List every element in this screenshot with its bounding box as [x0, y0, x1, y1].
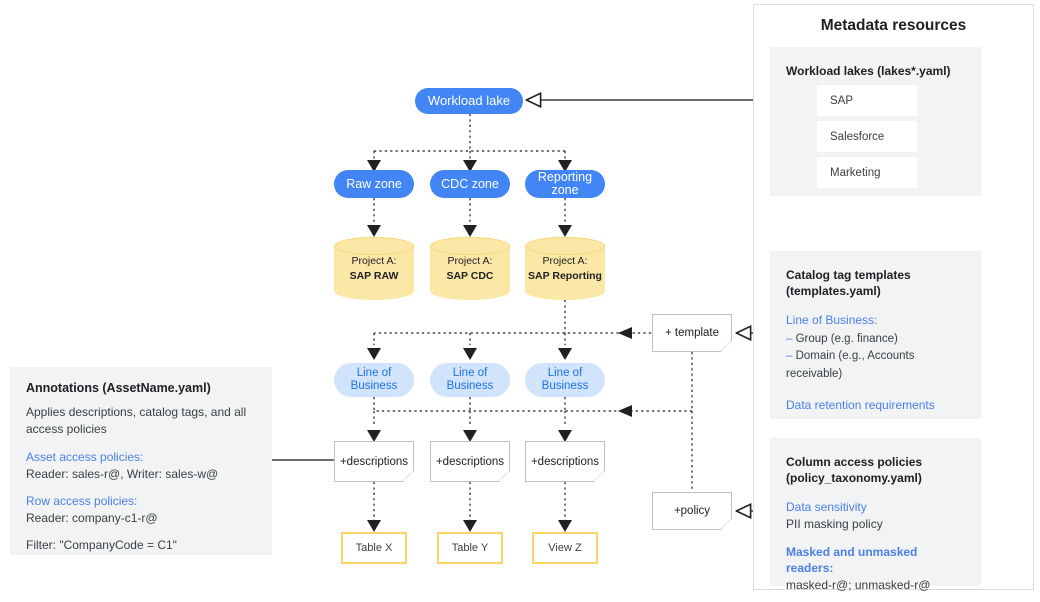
templates-bullet-item: – Group (e.g. finance): [786, 331, 965, 348]
cylinder-bottom: [430, 282, 510, 300]
project-line2: SAP CDC: [446, 269, 494, 282]
cylinder-bottom: [334, 282, 414, 300]
arrowheads-assets: [367, 520, 572, 532]
catalog-tag-templates-box: Catalog tag templates (templates.yaml) L…: [770, 251, 981, 419]
policy-note-label: +policy: [673, 505, 711, 517]
node-table-x[interactable]: Table X: [341, 532, 407, 564]
fold-corner-icon: [402, 470, 413, 481]
arrowheads-projects: [367, 225, 572, 237]
project-line1: Project A:: [351, 255, 397, 268]
arrowhead-template-bus: [367, 327, 632, 360]
reporting-zone-label: Reporting zone: [537, 169, 593, 197]
node-descriptions-2[interactable]: +descriptions: [430, 441, 510, 482]
annotations-panel: Annotations (AssetName.yaml) Applies des…: [10, 367, 272, 555]
node-workload-lake[interactable]: Workload lake: [415, 88, 523, 114]
lob-1-label: Line of Business: [350, 366, 398, 392]
template-note-label: + template: [664, 327, 720, 339]
node-project-sap-reporting[interactable]: Project A: SAP Reporting: [525, 237, 605, 300]
node-raw-zone[interactable]: Raw zone: [334, 170, 414, 198]
data-sensitivity-label: Data sensitivity: [786, 500, 867, 515]
wire-descriptions-to-assets: [373, 482, 566, 521]
fold-corner-icon: [498, 470, 509, 481]
dash-icon: –: [786, 350, 793, 363]
templates-bullet-list: – Group (e.g. finance) – Domain (e.g., A…: [786, 331, 965, 383]
raw-zone-label: Raw zone: [346, 176, 402, 191]
node-cdc-zone[interactable]: CDC zone: [430, 170, 510, 198]
row-access-policies-value: Reader: company-c1-r@: [26, 510, 158, 525]
project-line1: Project A:: [542, 255, 588, 268]
data-retention-label: Data retention requirements: [786, 397, 935, 412]
node-view-z[interactable]: View Z: [532, 532, 598, 564]
node-project-sap-raw[interactable]: Project A: SAP RAW: [334, 237, 414, 300]
fold-corner-icon: [720, 518, 731, 529]
table-x-label: Table X: [355, 542, 393, 554]
node-descriptions-3[interactable]: +descriptions: [525, 441, 605, 482]
fold-corner-icon: [720, 340, 731, 351]
templates-bullet-0: Group (e.g. finance): [795, 333, 898, 346]
project-sap-raw-label: Project A: SAP RAW: [334, 237, 414, 300]
arrowhead-lob-bus: [367, 405, 632, 442]
workload-lakes-title: Workload lakes (lakes*.yaml): [786, 64, 951, 78]
dash-icon: –: [786, 333, 793, 346]
annotations-title: Annotations (AssetName.yaml): [26, 381, 211, 395]
policies-title-line1: Column access policies: [786, 455, 923, 469]
data-sensitivity-value: PII masking policy: [786, 517, 883, 532]
fold-corner-icon: [593, 470, 604, 481]
masked-readers-value: masked-r@; unmasked-r@: [786, 578, 931, 593]
project-sap-cdc-label: Project A: SAP CDC: [430, 237, 510, 300]
policies-title-line2: (policy_taxonomy.yaml): [786, 471, 922, 486]
node-project-sap-cdc[interactable]: Project A: SAP CDC: [430, 237, 510, 300]
column-access-policies-box: Column access policies (policy_taxonomy.…: [770, 438, 981, 592]
lob-2-label: Line of Business: [446, 366, 494, 392]
asset-access-policies-label: Asset access policies:: [26, 449, 144, 464]
project-line2: SAP RAW: [349, 269, 399, 282]
templates-title-line2: (templates.yaml): [786, 284, 881, 299]
wire-template-bus: [373, 300, 651, 345]
project-line2: SAP Reporting: [528, 269, 602, 282]
project-sap-reporting-label: Project A: SAP Reporting: [525, 237, 605, 300]
lob-3-label: Line of Business: [541, 366, 589, 392]
cylinder-top: [334, 237, 414, 255]
table-y-label: Table Y: [451, 542, 489, 554]
annotations-description: Applies descriptions, catalog tags, and …: [26, 405, 247, 437]
view-z-label: View Z: [548, 542, 582, 554]
asset-access-policies-value: Reader: sales-r@, Writer: sales-w@: [26, 466, 219, 481]
row-filter-value: Filter: "CompanyCode = C1": [26, 538, 177, 553]
node-lob-3[interactable]: Line of Business: [525, 363, 605, 397]
wire-lake-to-zones: [373, 114, 566, 161]
node-table-y[interactable]: Table Y: [437, 532, 503, 564]
row-access-policies-label: Row access policies:: [26, 493, 138, 508]
descriptions-1-label: +descriptions: [339, 455, 409, 468]
wire-zones-to-projects: [373, 198, 566, 226]
lake-item-salesforce[interactable]: Salesforce: [817, 121, 917, 152]
lake-item-sap-label: SAP: [830, 94, 854, 107]
node-reporting-zone[interactable]: Reporting zone: [525, 170, 605, 198]
lake-item-marketing-label: Marketing: [830, 166, 881, 179]
lake-item-salesforce-label: Salesforce: [830, 130, 885, 143]
workload-lake-label: Workload lake: [427, 92, 511, 108]
cdc-zone-label: CDC zone: [441, 176, 499, 191]
node-template-note[interactable]: + template: [652, 314, 732, 352]
cylinder-top: [525, 237, 605, 255]
descriptions-3-label: +descriptions: [530, 455, 600, 468]
lake-item-sap[interactable]: SAP: [817, 85, 917, 116]
metadata-resources-title: Metadata resources: [820, 17, 967, 34]
descriptions-2-label: +descriptions: [435, 455, 505, 468]
templates-bullet-1: Domain (e.g., Accounts receivable): [786, 350, 915, 380]
node-descriptions-1[interactable]: +descriptions: [334, 441, 414, 482]
templates-bullet-item: – Domain (e.g., Accounts receivable): [786, 348, 965, 383]
node-policy-note[interactable]: +policy: [652, 492, 732, 530]
cylinder-top: [430, 237, 510, 255]
cylinder-bottom: [525, 282, 605, 300]
line-of-business-label: Line of Business:: [786, 313, 878, 328]
templates-title-line1: Catalog tag templates: [786, 268, 911, 282]
node-lob-2[interactable]: Line of Business: [430, 363, 510, 397]
masked-readers-label: Masked and unmasked readers:: [786, 544, 918, 576]
project-line1: Project A:: [447, 255, 493, 268]
node-lob-1[interactable]: Line of Business: [334, 363, 414, 397]
lake-item-marketing[interactable]: Marketing: [817, 157, 917, 188]
